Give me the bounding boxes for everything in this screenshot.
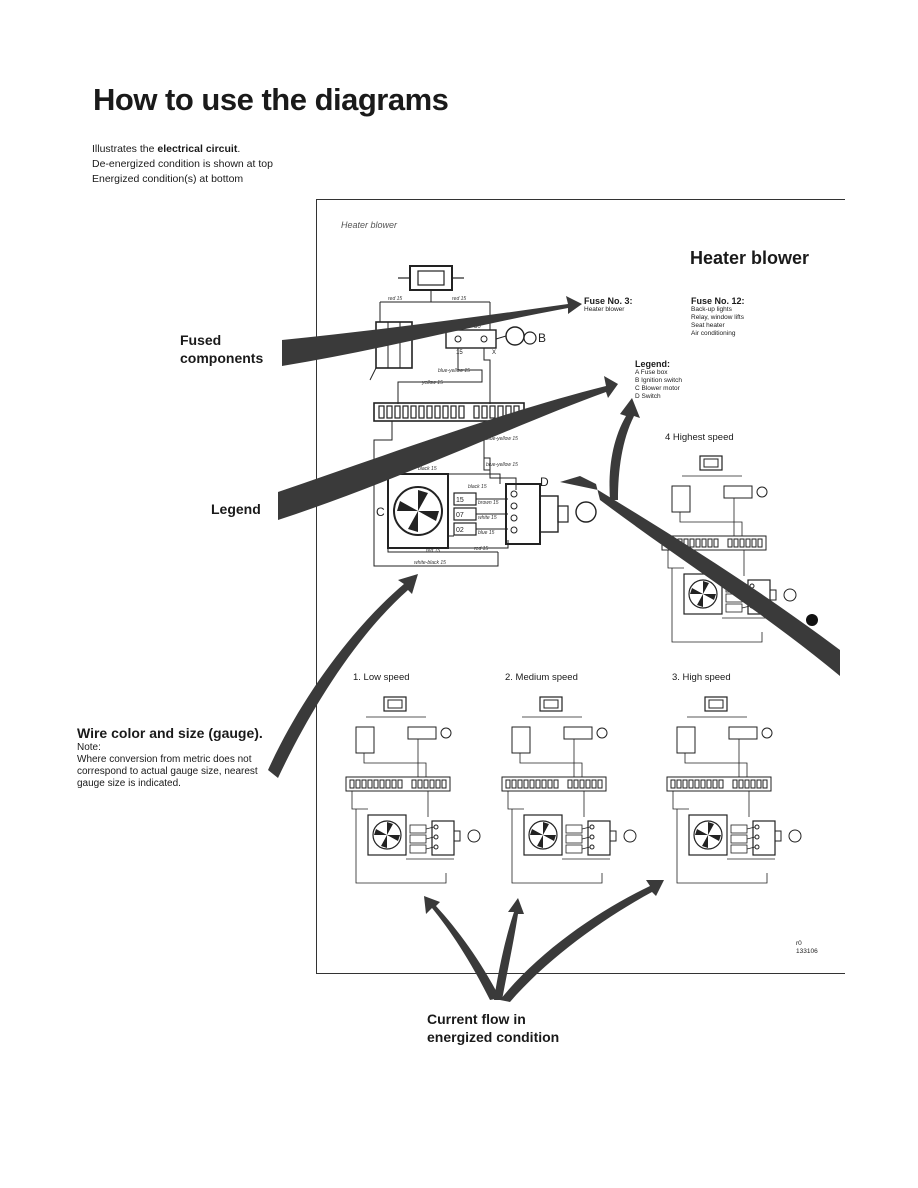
letter-d: D [540, 475, 549, 489]
wire-brown: brown 15 [478, 500, 499, 506]
wire-arrow [268, 574, 418, 778]
wire-yellow15: yellow 15 [421, 380, 443, 386]
terminal-x: X [492, 350, 496, 356]
wire-red-1: red 15 [426, 548, 440, 554]
legend-arrow [278, 376, 618, 520]
callout-arrows [268, 296, 840, 1002]
highest-speed-knob-filled [806, 614, 818, 626]
wire-red15-left: red 15 [388, 296, 402, 302]
note-line-1: Where conversion from metric does not [77, 754, 252, 765]
diagram-frame [316, 199, 845, 974]
terminal-30: 30 [474, 324, 481, 330]
fuse-3-label: Fuse No. 3: Heater blower [584, 296, 633, 313]
resistor-02: 02 [456, 527, 464, 534]
circuit-high-speed [666, 696, 802, 884]
note-label: Note: [77, 742, 101, 753]
speed-2-label: 2. Medium speed [505, 672, 578, 683]
sweep-band [560, 476, 840, 676]
main-circuit [369, 265, 597, 567]
note-line-3: gauge size is indicated. [77, 778, 181, 789]
circuit-medium-speed [501, 696, 637, 884]
resistor-07: 07 [456, 512, 464, 519]
current-flow-callout: Current flow in energized condition [427, 1011, 560, 1045]
intro-line-1: Illustrates the electrical circuit. [92, 143, 241, 155]
fused-arrow [282, 296, 582, 366]
letter-c: C [376, 505, 385, 519]
legend-callout: Legend [211, 501, 261, 517]
wire-black-2: black 15 [468, 484, 487, 490]
speed-4-label: 4 Highest speed [665, 432, 734, 443]
intro-line-2: De-energized condition is shown at top [92, 158, 273, 170]
intro-line-3: Energized condition(s) at bottom [92, 173, 244, 185]
terminal-15: 15 [456, 350, 463, 356]
diagram-title: Heater blower [690, 248, 810, 268]
current-arrow-mid [494, 898, 524, 1000]
current-arrow-left [424, 896, 500, 1000]
wire-red15-right: red 15 [452, 296, 466, 302]
fused-components-callout: Fused components [180, 332, 264, 366]
circuit-low-speed [345, 696, 481, 884]
wire-white-black: white-black 15 [414, 560, 446, 566]
wire-blue-yellow-top: blue-yellow 15 [438, 368, 470, 374]
wire-blue: blue 15 [478, 530, 495, 536]
current-arrow-right [500, 880, 664, 1002]
resistor-15: 15 [456, 497, 464, 504]
intro-text: Illustrates the electrical circuit. De-e… [92, 142, 273, 187]
speed-1-label: 1. Low speed [353, 672, 410, 683]
wire-red-2: red 15 [474, 546, 488, 552]
wire-color-title: Wire color and size (gauge). [77, 725, 263, 741]
wire-color-callout: Wire color and size (gauge). Note: Where… [77, 724, 263, 790]
diagram-header-italic: Heater blower [341, 220, 398, 230]
note-line-2: correspond to actual gauge size, nearest [77, 766, 258, 777]
speed-3-label: 3. High speed [672, 672, 731, 683]
diagram-legend: Legend: A Fuse box B Ignition switch C B… [635, 359, 682, 400]
reference-code: r0 133106 [796, 940, 818, 955]
wire-black-1: black 15 [418, 466, 437, 472]
legend-arrow-up [609, 398, 640, 500]
letter-b: B [538, 331, 546, 345]
wire-blue-yellow-1: blue-yellow 15 [486, 436, 518, 442]
fuse-12-label: Fuse No. 12: Back-up lights Relay, windo… [691, 296, 745, 337]
page-title: How to use the diagrams [93, 82, 449, 117]
wire-blue-yellow-2: blue-yellow 15 [486, 462, 518, 468]
wire-white: white 15 [478, 515, 497, 521]
